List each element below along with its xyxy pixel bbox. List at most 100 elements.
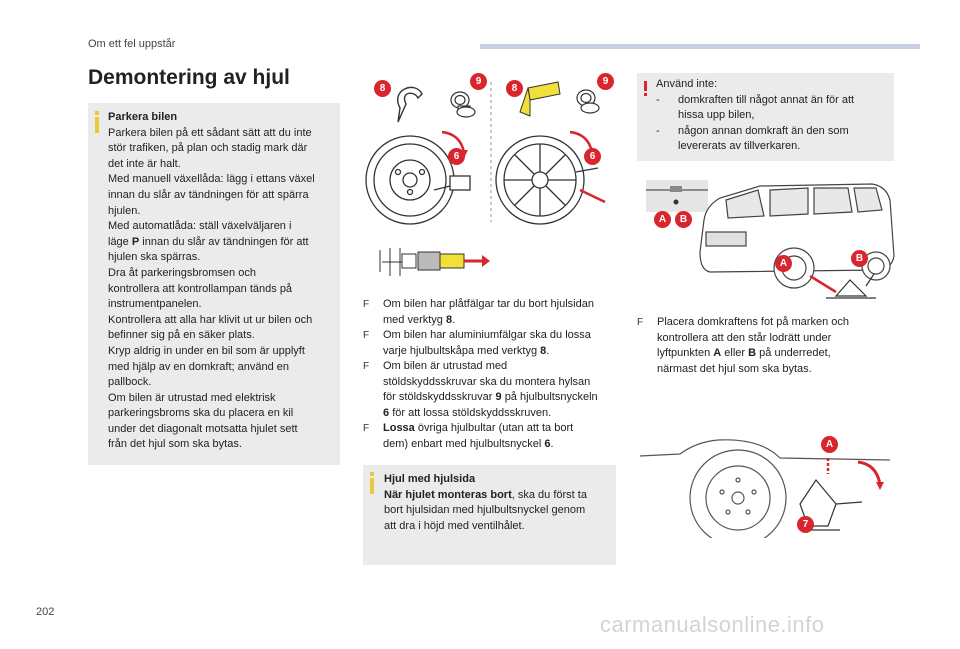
text-fragment: med verktyg [383,313,443,326]
anti-theft-socket-icon [450,91,476,118]
text-line: hjulen ska spärras. [108,251,201,264]
text-line: Lossa övriga hjulbultar (utan att ta bor… [383,421,621,437]
watermark: carmanualsonline.info [600,612,825,637]
text-line: levererats av tillverkaren. [678,140,801,153]
middle-instructions: F Om bilen har plåtfälgar tar du bort hj… [363,297,621,452]
jack-point-detail-icon [646,180,708,212]
pull-arrow-icon [579,188,606,204]
jack-icon [826,273,876,299]
wheel-icon [640,439,891,538]
wheel-cover-box [363,465,616,565]
text-line: närmast det hjul som ska bytas. [657,362,812,375]
bullet-glyph: F [363,361,370,372]
point-ref: A [713,347,722,359]
text-line: bort hjulsidan med hjulbultsnyckel genom [384,504,586,517]
text-fragment: lyftpunkten [657,347,711,359]
text-fragment: läge [108,235,129,248]
text-line: med hjälp av en domkraft; använd en [108,360,290,373]
hook-tool-icon [397,86,423,123]
warning-box [637,73,894,161]
section-header: Om ett fel uppstår [88,38,176,50]
jack-7-badge: 7 [797,516,814,533]
text-line: Om bilen har aluminiumfälgar ska du loss… [383,329,591,341]
car-icon [699,183,895,289]
header-bar [480,44,920,49]
text-line: Placera domkraftens fot på marken och [657,316,849,328]
jack-point-a-badge: A [654,211,671,228]
rotate-arrow-icon [857,460,882,485]
text-line: Dra åt parkeringsbromsen och [108,266,256,279]
bullet-glyph: F [363,299,370,310]
jack-arrow-icon [809,274,837,294]
tool-ref: 6 [544,437,551,450]
anti-theft-socket-icon [576,89,600,114]
jack-point-b-badge: B [851,250,868,267]
text-fragment: . [550,437,554,450]
text-line: varje hjulbultskåpa med verktyg 8. [383,344,621,360]
jack-icon [799,478,863,531]
text-line: under det diagonalt motsatta hjulet sett [108,422,298,435]
list-item: - någon annan domkraft än den som levere… [656,124,890,155]
gear-p-label: P [131,235,140,248]
text-line: stöldskyddsskruvar ska du montera hylsan [383,375,591,388]
text-line: dem) enbart med hjulbultsnyckel 6. [383,437,621,453]
hubcap-tool-icon [379,248,490,276]
bold-word: Lossa [383,422,415,434]
info-icon [370,472,374,494]
warning-icon [644,81,647,96]
point-ref: B [748,347,757,359]
text-line: stör trafiken, på plan och stadig mark d… [108,142,308,155]
text-line: kontrollera att kontrollampan tänds på [108,282,293,295]
text-line: Om bilen är utrustad med [383,360,508,372]
text-fragment: varje hjulbultskåpa med verktyg [383,344,538,357]
warning-text: Använd inte: - domkraften till något ann… [656,77,890,155]
text-fragment: . [452,313,456,326]
dash-glyph: - [656,93,660,106]
text-line: befinner sig på en säker plats. [108,329,255,342]
text-fragment: dem) enbart med hjulbultsnyckel [383,437,542,450]
text-line: Med manuell växellåda: lägg i ettans väx… [108,173,315,186]
tool-ref: 6 [383,406,390,419]
dash-glyph: - [656,124,660,137]
text-fragment: på hjulbultsnyckeln [504,391,598,403]
jack-placement-illustration [640,439,891,538]
jack-point-a-badge: A [775,255,792,272]
text-fragment: . [546,344,550,357]
page-number: 202 [36,606,55,618]
wheel-cover-text: Hjul med hjulsida När hjulet monteras bo… [384,472,614,534]
text-line: lyftpunkten A eller B på underredet, [657,346,895,362]
text-line: Kryp aldrig in under en bil som är upply… [108,344,305,357]
text-fragment: för stöldskyddsskruvar [383,391,493,403]
wheel-cover-heading: Hjul med hjulsida [384,473,476,485]
text-line: någon annan domkraft än den som [678,124,849,137]
text-fragment: för att lossa stöldskyddsskruven. [392,406,552,419]
text-fragment: eller [724,347,746,359]
text-line: Kontrollera att alla har klivit ut ur bi… [108,313,313,326]
list-item: F Om bilen har aluminiumfälgar ska du lo… [363,328,621,359]
wheel-tools-illustration [365,81,606,276]
text-line: med verktyg 8. [383,313,621,329]
text-line: hissa upp bilen, [678,109,755,122]
text-line: hjulen. [108,204,141,217]
park-car-text: Parkera bilen Parkera bilen på ett sådan… [108,110,338,453]
jack-point-b-badge: B [675,211,692,228]
bullet-glyph: F [637,317,644,328]
text-line: läge P innan du slår av tändningen för a… [108,235,338,251]
text-line: att dra i höjd med ventilhålet. [384,519,525,532]
text-fragment: , ska du först ta [511,488,587,501]
tool-6-badge: 6 [448,148,465,165]
list-item: F Placera domkraftens fot på marken och … [637,315,895,377]
tool-9-badge: 9 [470,73,487,90]
right-instructions: F Placera domkraftens fot på marken och … [637,315,895,377]
car-jack-points-illustration [646,180,895,299]
list-item: F Om bilen är utrustad med stöldskyddssk… [363,359,621,421]
text-line: det inte är halt. [108,157,181,170]
info-icon [95,111,99,133]
list-item: F Om bilen har plåtfälgar tar du bort hj… [363,297,621,328]
bullet-glyph: F [363,423,370,434]
list-item: F Lossa övriga hjulbultar (utan att ta b… [363,421,621,452]
text-line: Om bilen har plåtfälgar tar du bort hjul… [383,298,594,310]
text-fragment: innan du slår av tändningen för att [142,235,309,248]
rotate-arrow-icon [441,130,466,153]
text-fragment: på underredet, [759,347,831,359]
